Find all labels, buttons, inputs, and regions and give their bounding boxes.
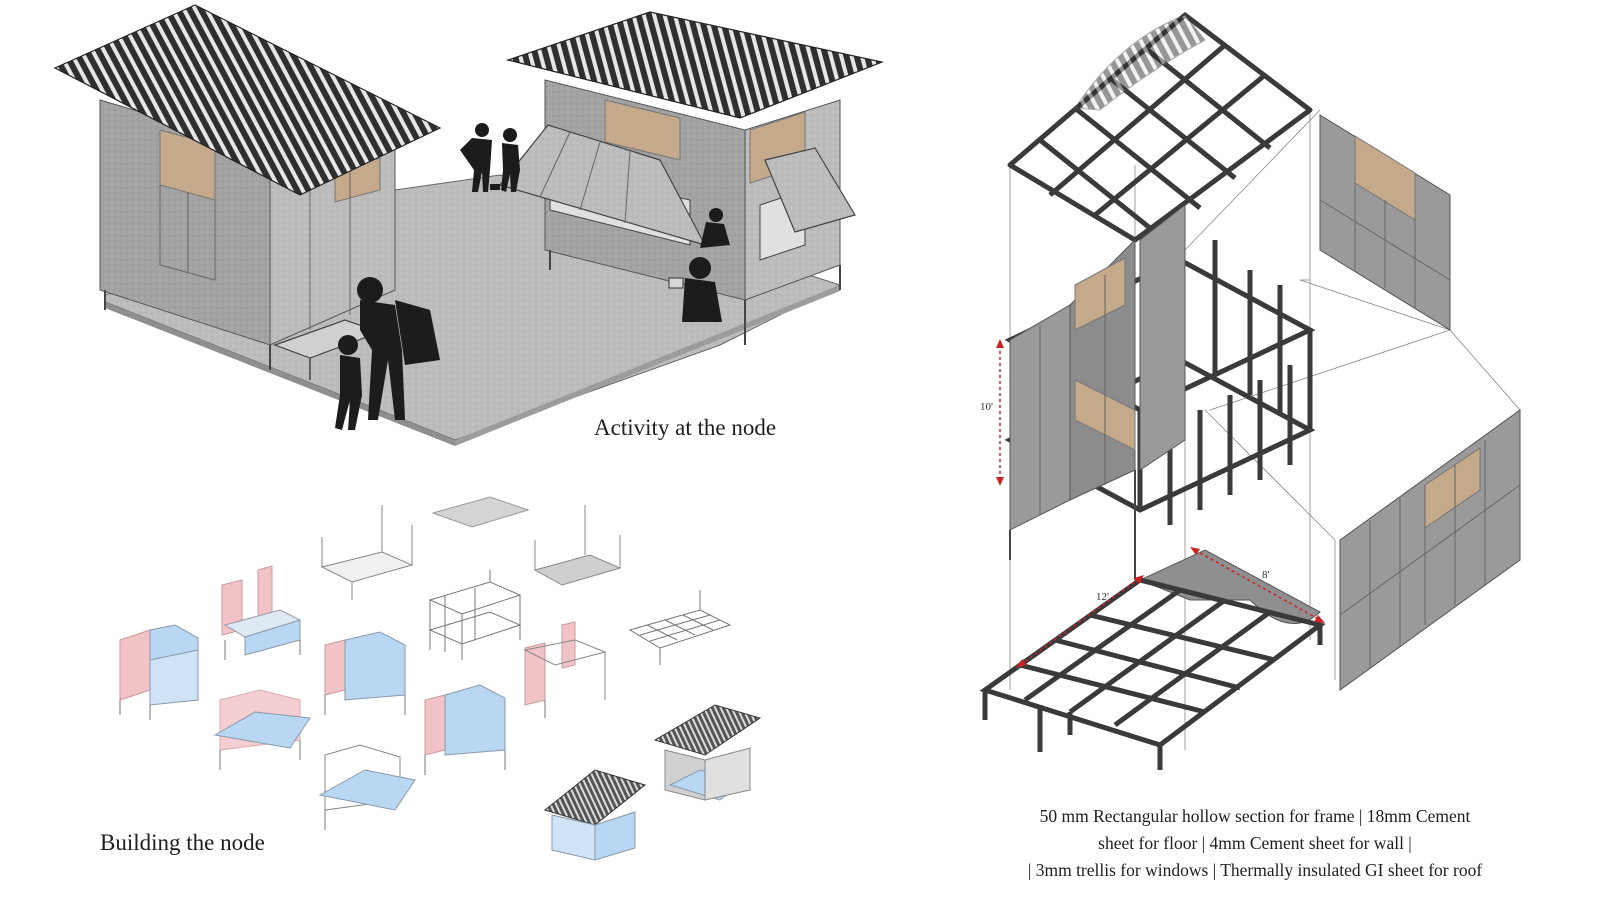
right-hut [498,11,885,345]
step-posts-grey-floor [533,505,622,586]
caption-materials-spec: 50 mm Rectangular hollow section for fra… [960,803,1550,884]
spec-line: sheet for floor | 4mm Cement sheet for w… [1098,833,1412,853]
step-walls-blue-1 [119,624,199,720]
exploded-axonometric: 10' 12' 8' [979,12,1521,770]
dimension-lines [999,345,1321,666]
caption-building: Building the node [100,830,265,855]
roof-sheet-curl [1074,14,1206,111]
step-floor-slab [431,496,530,528]
step-roofed-2 [653,704,762,801]
floor-frame [979,577,1326,770]
activity-scene [53,4,885,446]
floor-sheet [1138,549,1321,625]
building-steps [119,496,762,861]
step-frame-grid [428,570,522,660]
dim-width-label: 12' [1096,591,1109,603]
dim-height-label: 10' [980,401,993,413]
side-wall-panel [1009,203,1186,580]
window-panel-tan [604,99,681,161]
spec-line: | 3mm trellis for windows | Thermally in… [1027,860,1483,880]
step-walls-pink-2 [523,621,607,718]
spec-line: 50 mm Rectangular hollow section for fra… [1039,806,1471,826]
step-floor-grid [628,590,732,665]
corrugated-roof [53,4,442,196]
step-walls-blue-3 [424,684,506,775]
front-wall-panel [1339,409,1521,691]
step-roofed-1 [543,769,647,861]
awning-panel [764,147,856,233]
step-posts-floor [320,505,414,600]
back-wall-panel [1319,114,1451,331]
step-walls-pink-1 [221,565,302,660]
dim-depth-label: 8' [1262,569,1270,581]
step-walls-blue-2 [324,631,406,715]
people-silhouettes [335,123,730,430]
step-awning-2 [318,744,416,830]
step-awning-1 [213,689,311,770]
corrugated-roof [505,11,885,119]
caption-activity: Activity at the node [594,415,777,440]
